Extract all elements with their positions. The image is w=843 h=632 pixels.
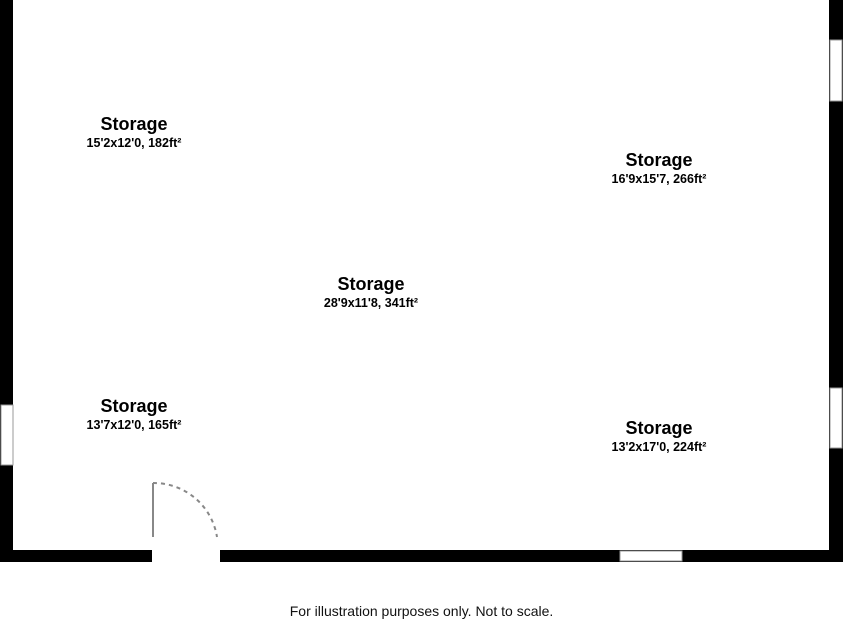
disclaimer: For illustration purposes only. Not to s…: [289, 603, 554, 619]
room-name: Storage: [625, 418, 693, 438]
window-right-bottom: [829, 387, 843, 449]
room-name: Storage: [100, 114, 168, 134]
door: [152, 481, 218, 538]
room-label-storage-1: Storage 15'2x12'0, 182ft²: [87, 113, 182, 151]
windows: [0, 39, 843, 562]
room-name: Storage: [625, 150, 693, 170]
room-label-storage-2: Storage 16'9x15'7, 266ft²: [612, 149, 707, 187]
room-name: Storage: [337, 274, 405, 294]
room-dimensions: 16'9x15'7, 266ft²: [611, 172, 707, 186]
bottom-wall-right: [220, 550, 843, 562]
window-left: [0, 404, 14, 466]
room-dimensions: 15'2x12'0, 182ft²: [86, 136, 182, 150]
window-right-top: [829, 39, 843, 102]
walls: [0, 0, 843, 562]
room-label-storage-3: Storage 28'9x11'8, 341ft²: [324, 273, 418, 311]
window-bottom: [619, 550, 683, 562]
door-swing-arc: [152, 481, 218, 538]
room-dimensions: 13'7x12'0, 165ft²: [86, 418, 182, 432]
room-dimensions: 28'9x11'8, 341ft²: [323, 296, 419, 310]
left-wall: [0, 0, 13, 562]
bottom-wall-left: [0, 550, 152, 562]
room-label-storage-5: Storage 13'2x17'0, 224ft²: [612, 417, 707, 455]
room-name: Storage: [100, 396, 168, 416]
room-label-storage-4: Storage 13'7x12'0, 165ft²: [87, 395, 182, 433]
room-dimensions: 13'2x17'0, 224ft²: [611, 440, 707, 454]
